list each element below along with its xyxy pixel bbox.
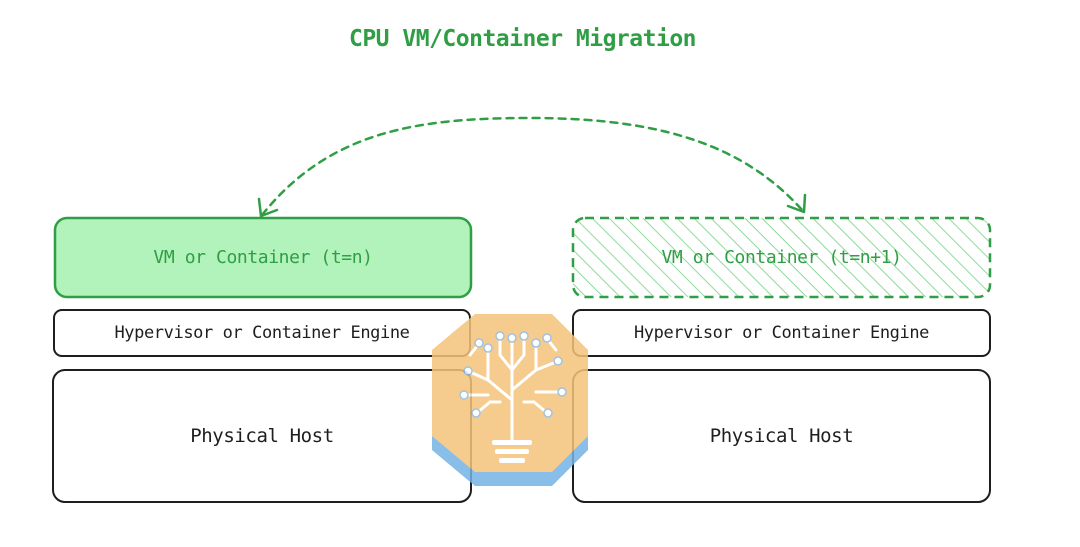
right-host-label: Physical Host xyxy=(709,425,854,447)
left-host-label: Physical Host xyxy=(190,425,334,447)
right-vm-box xyxy=(571,216,992,299)
left-vm-box xyxy=(53,216,473,299)
diagram-title: CPU VM/Container Migration xyxy=(348,26,697,52)
left-vm-label: VM or Container (t=n) xyxy=(153,247,373,268)
circuit-tree-logo-icon xyxy=(432,314,588,486)
left-engine-label: Hypervisor or Container Engine xyxy=(114,323,410,343)
right-engine-box xyxy=(572,309,991,357)
migration-arrow-icon xyxy=(257,116,807,218)
right-engine-label: Hypervisor or Container Engine xyxy=(633,323,930,343)
right-vm-label: VM or Container (t=n+1) xyxy=(661,247,902,268)
